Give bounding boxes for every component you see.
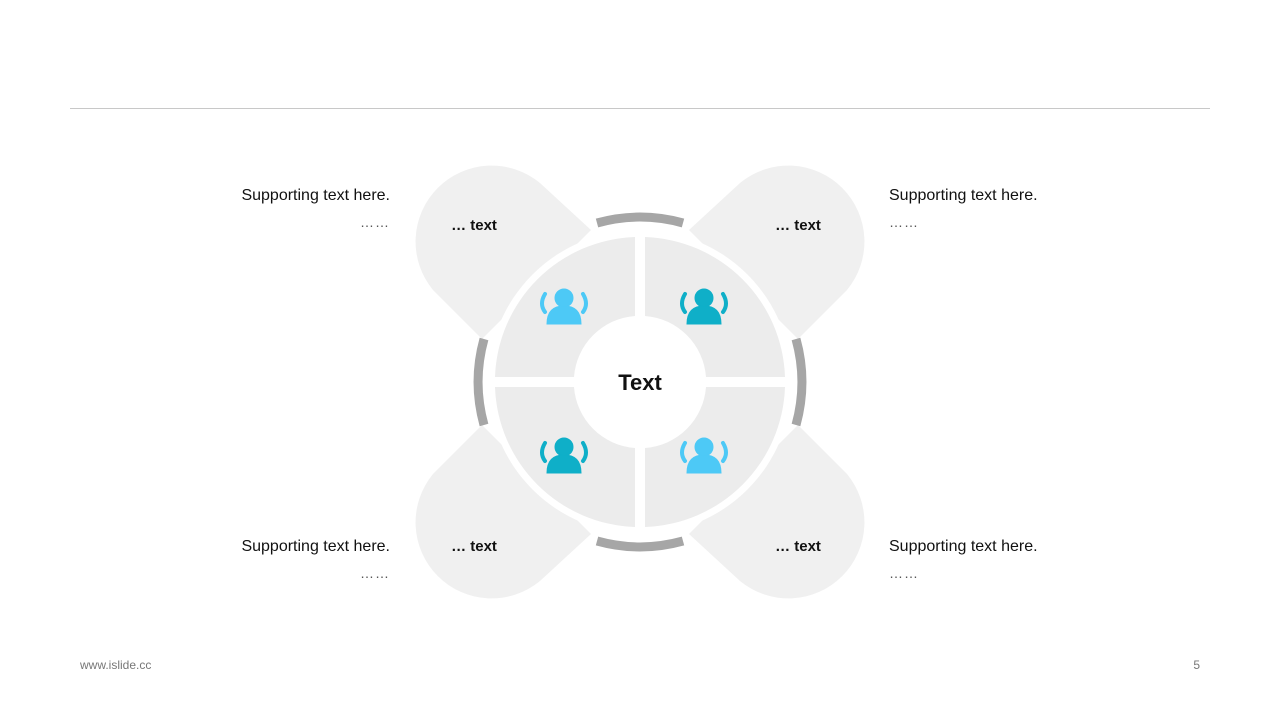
petal-top-right — [689, 165, 865, 339]
supporting-text: Supporting text here. — [241, 187, 390, 204]
arc-top — [595, 212, 685, 228]
header-divider — [70, 108, 1210, 109]
petal-bottom-right — [689, 425, 865, 599]
arc-bottom — [595, 536, 685, 552]
petals — [415, 165, 865, 599]
supporting-text-bottom-right: Supporting text here. …… — [889, 537, 1089, 583]
petal-label-bottom-right: … text — [775, 538, 821, 555]
arc-left — [473, 337, 489, 427]
center-circle — [577, 319, 703, 445]
supporting-text-top-right: Supporting text here. …… — [889, 186, 1089, 232]
segment-bottom-right — [645, 387, 785, 527]
petal-label-top-left: … text — [451, 217, 497, 234]
petal-bottom-left — [415, 425, 591, 599]
center-label: Text — [618, 370, 662, 395]
supporting-ellipsis: …… — [360, 565, 390, 581]
petal-label-top-right: … text — [775, 217, 821, 234]
petal-top-left — [415, 165, 591, 339]
outer-arcs — [473, 212, 807, 552]
supporting-text-top-left: Supporting text here. …… — [190, 186, 390, 232]
arc-right — [791, 337, 807, 427]
footer-url[interactable]: www.islide.cc — [80, 658, 152, 672]
supporting-ellipsis: …… — [889, 214, 919, 230]
supporting-text: Supporting text here. — [889, 187, 1038, 204]
supporting-ellipsis: …… — [889, 565, 919, 581]
supporting-ellipsis: …… — [360, 214, 390, 230]
supporting-text-bottom-left: Supporting text here. …… — [190, 537, 390, 583]
petal-label-bottom-left: … text — [451, 538, 497, 555]
segment-top-right — [645, 237, 785, 377]
supporting-text: Supporting text here. — [241, 538, 390, 555]
supporting-text: Supporting text here. — [889, 538, 1038, 555]
page-number: 5 — [1193, 658, 1200, 672]
